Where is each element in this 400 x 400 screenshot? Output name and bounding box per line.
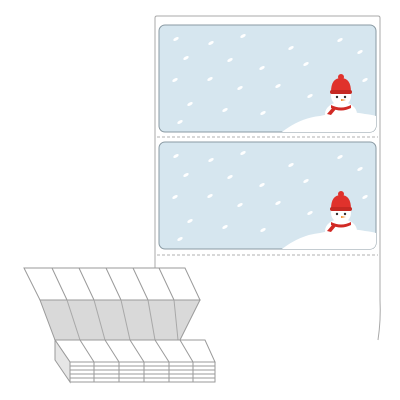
snowflakes <box>172 151 368 241</box>
fanfold-stack-icon <box>23 267 216 384</box>
snowflakes <box>172 34 368 124</box>
snowman-label <box>158 141 377 250</box>
snowman-icon <box>325 74 357 126</box>
snowman-icon <box>325 191 357 243</box>
snowman-label <box>158 24 377 133</box>
